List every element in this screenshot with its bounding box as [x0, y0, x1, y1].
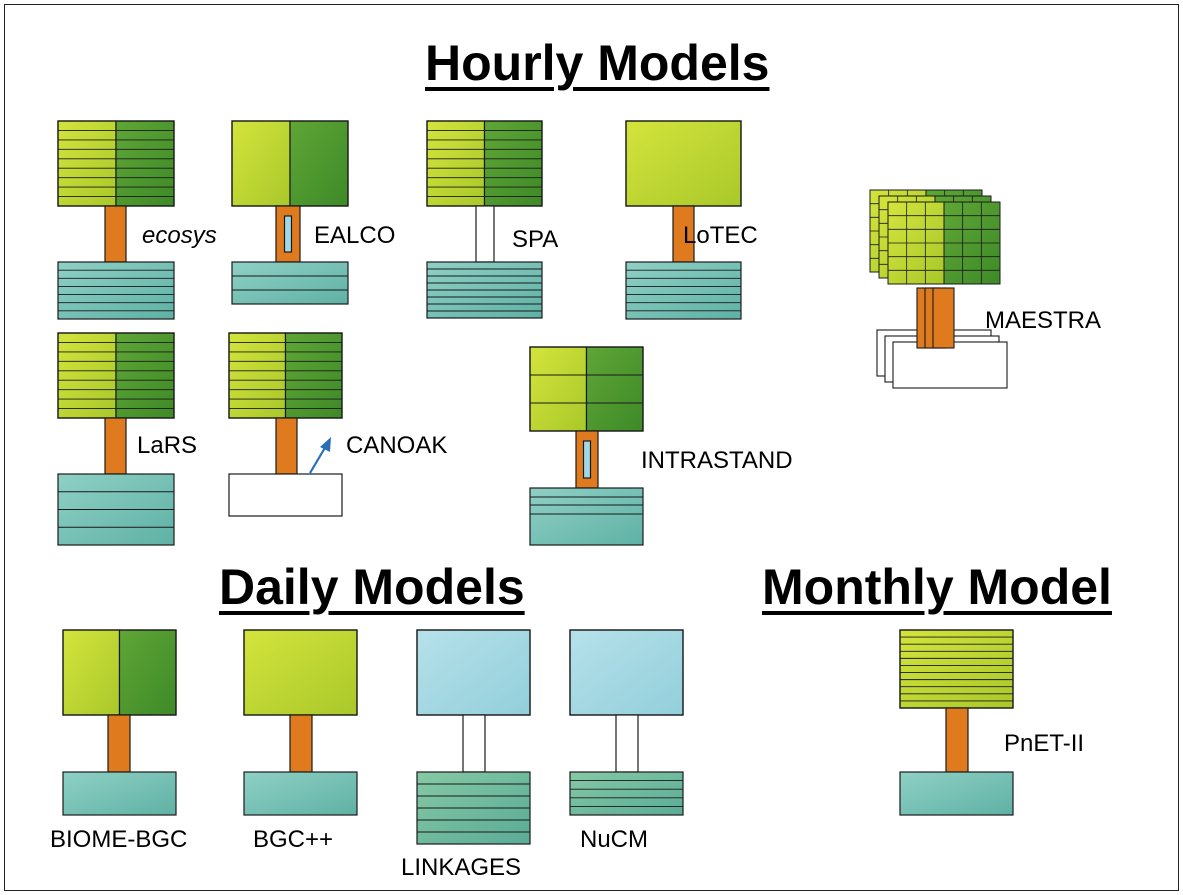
stem-storage: [582, 440, 592, 479]
stem: [275, 417, 298, 475]
soil-box: [569, 771, 684, 816]
label-ecosys: ecosys: [142, 222, 217, 249]
soil-box: [243, 771, 358, 816]
model-lotec: [625, 120, 742, 320]
label-bgcpp: BGC++: [253, 826, 334, 853]
model-ealco: [231, 120, 349, 305]
canopy-sunlit: [57, 120, 117, 207]
canopy-box: [569, 629, 684, 716]
canopy-shaded: [483, 120, 543, 207]
stem-storage: [283, 215, 293, 253]
model-intrastand: [529, 346, 644, 546]
canopy-sunlit: [62, 629, 121, 716]
model-pnet-ii: [899, 629, 1014, 816]
transfer-arrow-line: [309, 445, 327, 474]
label-biome-bgc: BIOME-BGC: [50, 826, 188, 853]
canopy-shaded: [118, 629, 177, 716]
stem: [945, 707, 969, 773]
maestra-soil: [892, 341, 1008, 389]
canopy-box: [243, 629, 358, 716]
label-ealco: EALCO: [314, 222, 396, 249]
canopy-shaded: [585, 346, 644, 432]
model-spa: [426, 120, 543, 319]
canopy-box: [625, 120, 742, 207]
model-lars: [57, 332, 175, 546]
label-lars: LaRS: [137, 432, 198, 459]
label-linkages: LINKAGES: [401, 854, 522, 881]
stem-white: [462, 714, 486, 773]
model-bgcpp: [243, 629, 358, 816]
label-intrastand: INTRASTAND: [641, 447, 793, 474]
stem: [104, 417, 127, 475]
heading-daily-models: Daily Models: [219, 559, 525, 615]
label-pnet-ii: PnET-II: [1004, 730, 1085, 757]
heading-hourly-models: Hourly Models: [425, 35, 770, 91]
soil-box: [57, 261, 175, 320]
canopy-box: [416, 629, 531, 716]
soil-box: [625, 261, 742, 320]
label-spa: SPA: [512, 226, 559, 253]
label-maestra: MAESTRA: [985, 307, 1102, 334]
stem-white: [475, 205, 495, 263]
canopy-box: [899, 629, 1014, 709]
stem: [104, 205, 127, 263]
canopy-sunlit: [231, 120, 291, 207]
canopy-sunlit: [529, 346, 588, 432]
canopy-shaded: [284, 332, 343, 419]
model-biome-bgc: [62, 629, 177, 816]
soil-box-empty: [228, 473, 343, 517]
transfer-arrow-head: [320, 437, 331, 452]
soil-box: [899, 771, 1014, 816]
label-canoak: CANOAK: [346, 432, 448, 459]
canopy-shaded: [115, 120, 175, 207]
canopy-sunlit: [57, 332, 117, 419]
model-ecosys: [57, 120, 175, 320]
heading-monthly-model: Monthly Model: [762, 559, 1112, 615]
stem-white: [615, 714, 639, 773]
figure-frame: [4, 4, 1179, 891]
maestra-stem: [932, 287, 955, 349]
stem: [289, 714, 313, 773]
soil-box: [529, 487, 644, 546]
canopy-sunlit: [228, 332, 287, 419]
soil-box: [62, 771, 177, 816]
canopy-sunlit: [426, 120, 486, 207]
label-lotec: LoTEC: [683, 222, 758, 249]
model-nucm: [569, 629, 684, 816]
stem: [107, 714, 131, 773]
model-maestra: [869, 189, 1008, 389]
canopy-shaded: [289, 120, 349, 207]
soil-box: [231, 261, 349, 305]
canopy-shaded: [115, 332, 175, 419]
label-nucm: NuCM: [580, 826, 649, 853]
model-canoak: [228, 332, 343, 517]
model-linkages: [416, 629, 531, 845]
